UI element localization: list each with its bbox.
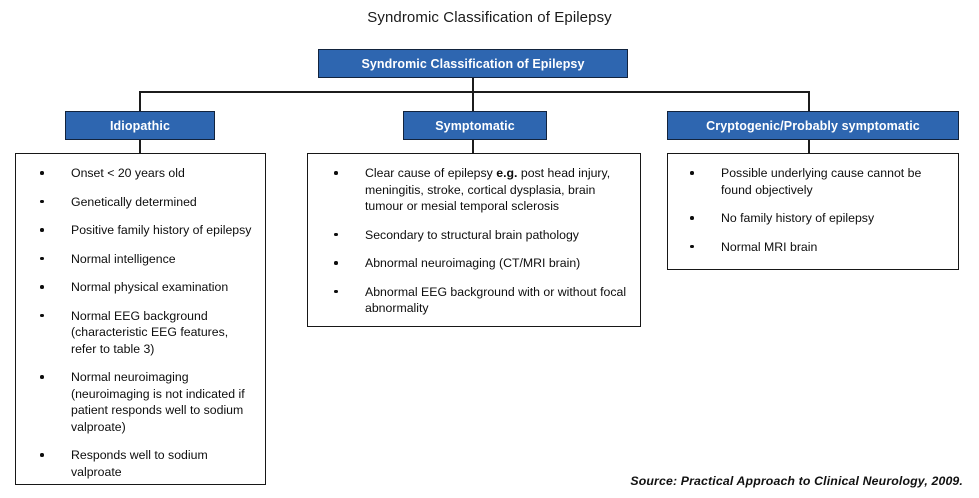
panel-symptomatic: Clear cause of epilepsy e.g. post head i… — [307, 153, 641, 327]
panel-cryptogenic: Possible underlying cause cannot be foun… — [667, 153, 959, 270]
list-item-text-a: Clear cause of epilepsy — [365, 166, 497, 180]
connector-idiopathic-to-panel — [139, 140, 141, 154]
list-item: Abnormal EEG background with or without … — [332, 284, 628, 317]
list-item: Possible underlying cause cannot be foun… — [688, 165, 946, 198]
panel-idiopathic: Onset < 20 years old Genetically determi… — [15, 153, 266, 485]
list-item: No family history of epilepsy — [688, 210, 946, 227]
connector-symptomatic-to-panel — [472, 140, 474, 154]
connector-horizontal-bus — [139, 91, 809, 93]
connector-cryptogenic-to-panel — [808, 140, 810, 154]
list-item: Onset < 20 years old — [38, 165, 255, 182]
symptomatic-bullet-list: Clear cause of epilepsy e.g. post head i… — [332, 165, 628, 317]
cryptogenic-bullet-list: Possible underlying cause cannot be foun… — [688, 165, 946, 255]
list-item: Abnormal neuroimaging (CT/MRI brain) — [332, 255, 628, 272]
list-item: Responds well to sodium valproate — [38, 447, 255, 480]
connector-to-symptomatic — [472, 91, 474, 112]
list-item: Genetically determined — [38, 194, 255, 211]
node-symptomatic-label: Symptomatic — [435, 118, 515, 133]
node-symptomatic[interactable]: Symptomatic — [403, 111, 547, 140]
list-item: Normal MRI brain — [688, 239, 946, 256]
connector-to-idiopathic — [139, 91, 141, 112]
list-item: Normal neuroimaging (neuroimaging is not… — [38, 369, 255, 435]
list-item: Normal EEG background (characteristic EE… — [38, 308, 255, 358]
list-item: Secondary to structural brain pathology — [332, 227, 628, 244]
node-idiopathic[interactable]: Idiopathic — [65, 111, 215, 140]
page-title: Syndromic Classification of Epilepsy — [367, 9, 612, 26]
idiopathic-bullet-list: Onset < 20 years old Genetically determi… — [38, 165, 255, 480]
connector-to-cryptogenic — [808, 91, 810, 112]
node-idiopathic-label: Idiopathic — [109, 118, 171, 133]
list-item: Normal physical examination — [38, 279, 255, 296]
list-item-text-emphasis: e.g. — [496, 166, 518, 180]
node-root-label: Syndromic Classification of Epilepsy — [361, 56, 585, 71]
node-cryptogenic-label: Cryptogenic/Probably symptomatic — [706, 118, 920, 133]
node-root[interactable]: Syndromic Classification of Epilepsy — [318, 49, 628, 78]
source-caption: Source: Practical Approach to Clinical N… — [630, 474, 963, 488]
list-item: Normal intelligence — [38, 251, 255, 268]
node-cryptogenic[interactable]: Cryptogenic/Probably symptomatic — [667, 111, 959, 140]
connector-root-down — [472, 78, 474, 92]
list-item-text-b: post head injury, meningitis, stroke, co… — [365, 166, 611, 213]
list-item: Positive family history of epilepsy — [38, 222, 255, 239]
list-item: Clear cause of epilepsy e.g. post head i… — [332, 165, 628, 215]
